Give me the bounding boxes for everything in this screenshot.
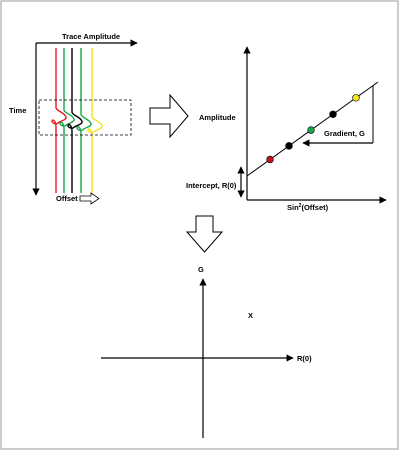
crossplot-panel: Amplitude Sin2(Offset) Gradient, G Inter… xyxy=(186,46,387,212)
amplitude-label: Amplitude xyxy=(199,113,236,122)
time-label: Time xyxy=(9,106,26,115)
analysis-window xyxy=(38,99,132,136)
x-marker: X xyxy=(248,311,253,320)
trace-2 xyxy=(59,48,75,193)
amplitude-point-2 xyxy=(285,142,293,150)
gradient-label: Gradient, G xyxy=(324,129,365,138)
intercept-label: Intercept, R(0) xyxy=(186,181,237,190)
sin2-offset-label-rest: (Offset) xyxy=(301,203,328,212)
trace-4 xyxy=(76,48,92,193)
right-arrow-icon xyxy=(149,93,189,139)
trace-1 xyxy=(51,48,67,193)
amplitude-point-4 xyxy=(329,110,337,118)
amplitude-points xyxy=(266,94,360,164)
amplitude-label-text: Amplitude xyxy=(199,113,236,122)
g-axis-label: G xyxy=(198,265,204,274)
sin2-offset-label: Sin2(Offset) xyxy=(287,203,329,212)
offset-arrow-icon xyxy=(79,192,100,205)
gather-panel: Trace Amplitude Time Offset xyxy=(9,32,138,205)
down-arrow-icon xyxy=(185,215,224,253)
trace-3 xyxy=(67,48,83,193)
offset-label: Offset xyxy=(56,194,78,203)
seismic-traces xyxy=(51,48,103,193)
amplitude-point-5 xyxy=(352,94,360,102)
amplitude-point-1 xyxy=(266,155,274,164)
trace-5 xyxy=(87,48,103,193)
r0-axis-label: R(0) xyxy=(297,354,312,363)
result-panel: G R(0) X xyxy=(101,265,312,438)
sin2-offset-label-sup: 2 xyxy=(299,203,302,209)
amplitude-point-3 xyxy=(307,126,315,134)
trace-amplitude-label: Trace Amplitude xyxy=(62,32,120,41)
sin2-offset-label-base: Sin xyxy=(287,203,299,212)
